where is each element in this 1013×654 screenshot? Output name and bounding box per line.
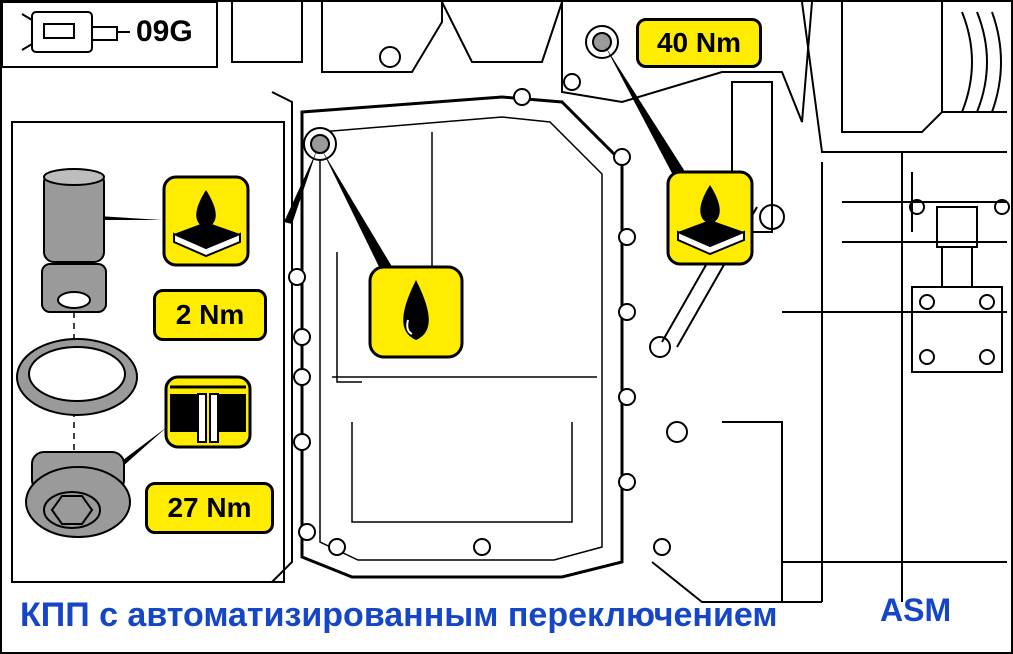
- sensor-assembly: [909, 172, 1010, 373]
- torque-label-27nm: 27 Nm: [145, 482, 274, 534]
- screen-insert-part: [41, 168, 107, 313]
- fill-bolt: [585, 25, 619, 59]
- pan-bolts: [288, 46, 671, 556]
- torque-label-40nm: 40 Nm: [636, 18, 762, 68]
- parts-panel-border: [11, 121, 285, 583]
- transmission-code: 09G: [136, 15, 193, 48]
- caption-suffix: ASM: [880, 592, 952, 628]
- oil-drop-icon: [368, 265, 464, 359]
- drive-shaft: [841, 2, 1007, 133]
- caption-text: КПП с автоматизированным переключением: [20, 596, 778, 634]
- background-machinery: [12, 2, 1007, 603]
- transmission-icon: [21, 11, 130, 53]
- torque-label-2nm: 2 Nm: [153, 289, 267, 341]
- plug-part: [25, 451, 131, 538]
- callout-wedges: [82, 46, 684, 476]
- pan-drain-plug: [303, 127, 337, 161]
- oil-drop-on-pad-icon: [666, 170, 754, 266]
- seal-section-icon: [164, 375, 252, 449]
- seal-ring-part: [16, 338, 138, 416]
- oil-drop-on-pad-icon: [162, 175, 250, 267]
